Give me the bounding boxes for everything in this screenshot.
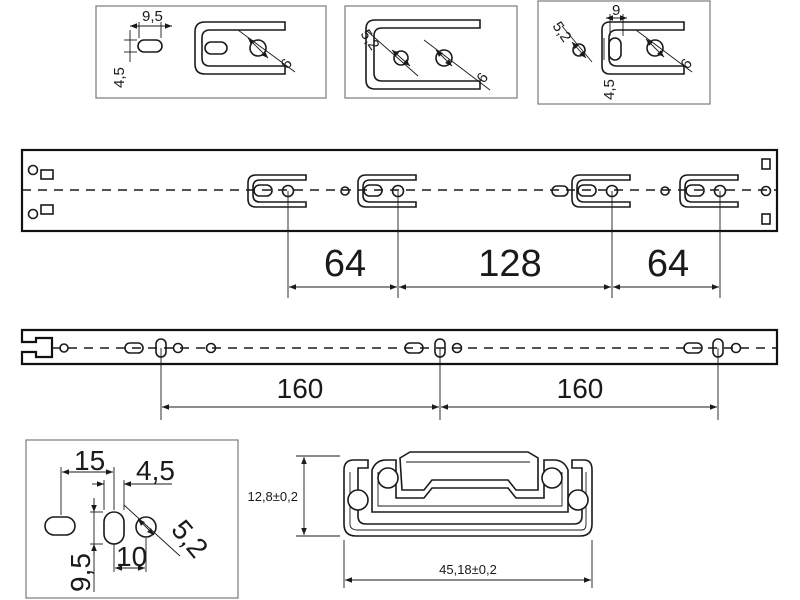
- round-hole: [59, 343, 69, 353]
- round-hole: [27, 164, 39, 176]
- dim-label: 10: [116, 541, 147, 572]
- round-hole: [27, 208, 39, 220]
- bracket-outline: [194, 21, 286, 75]
- dim-spacing: 128: [478, 243, 541, 285]
- ball-bearing: [347, 489, 369, 511]
- inset-frame: [25, 439, 239, 599]
- round-hole: [660, 186, 670, 196]
- round-hole: [135, 516, 157, 538]
- outer-member: [343, 459, 593, 537]
- slot-hole: [683, 342, 703, 354]
- inset-top-right: 9 5,2 4,5 6: [537, 0, 711, 105]
- inset-bottom-left: 15 4,5 5,2 9,5 10: [25, 439, 239, 599]
- bracket: [247, 174, 307, 208]
- dim-label: 6: [473, 70, 492, 87]
- dim-label: 4,5: [136, 455, 175, 486]
- dim-label: 4,5: [111, 67, 128, 88]
- dim-spacing: 160: [277, 373, 324, 404]
- slot-hole: [204, 41, 228, 55]
- dim-label: 4,5: [601, 79, 618, 100]
- slot-hole: [103, 511, 125, 545]
- ball-bearing: [567, 489, 589, 511]
- round-hole: [172, 342, 184, 354]
- rail-outline: [20, 328, 779, 366]
- dim-spacing: 64: [324, 243, 366, 285]
- round-hole: [730, 342, 742, 354]
- bracket-outline: [365, 19, 481, 90]
- dim-spacing: 160: [557, 373, 604, 404]
- inset-frame: [344, 5, 518, 99]
- dim-label: 9: [612, 2, 620, 19]
- slot-hole: [551, 185, 569, 197]
- bracket: [679, 174, 739, 208]
- dim-label: 9,5: [65, 553, 96, 592]
- inner-member: [399, 451, 539, 491]
- slot-hole: [124, 342, 144, 354]
- dim-label: 5,2: [357, 27, 383, 54]
- rail-middle: 160 160: [20, 328, 779, 420]
- ball-bearing: [377, 467, 399, 489]
- dim-label: 5,2: [549, 19, 575, 46]
- dim-label: 15: [74, 445, 105, 476]
- bracket: [571, 174, 631, 208]
- round-hole: [340, 186, 350, 196]
- round-hole: [760, 185, 772, 197]
- slot-hole: [608, 37, 622, 61]
- slot-hole: [137, 39, 163, 53]
- bracket-outline: [601, 21, 685, 75]
- ball-bearing: [541, 467, 563, 489]
- rail-top: 64 128 64: [20, 148, 779, 298]
- dim-spacing: 64: [647, 243, 689, 285]
- intermediate-member: [371, 459, 569, 513]
- bracket: [357, 174, 417, 208]
- round-hole: [451, 342, 463, 354]
- slot-hole: [404, 342, 424, 354]
- inset-frame: [95, 5, 327, 99]
- dim-label: 9,5: [142, 8, 163, 25]
- round-hole: [205, 342, 217, 354]
- rail-profile-section: 12,8±0,2 45,18±0,2: [247, 451, 593, 588]
- dim-label: 6: [277, 56, 296, 73]
- dim-label: 5,2: [165, 514, 214, 564]
- inset-frame: [537, 0, 711, 105]
- dim-height: 12,8±0,2: [247, 489, 298, 504]
- dim-label: 6: [677, 56, 696, 73]
- dim-width: 45,18±0,2: [439, 562, 497, 577]
- inset-top-middle: 5,2 6: [344, 5, 518, 99]
- inset-top-left: 9,5 4,5 6: [95, 5, 327, 99]
- slot-hole: [44, 516, 76, 536]
